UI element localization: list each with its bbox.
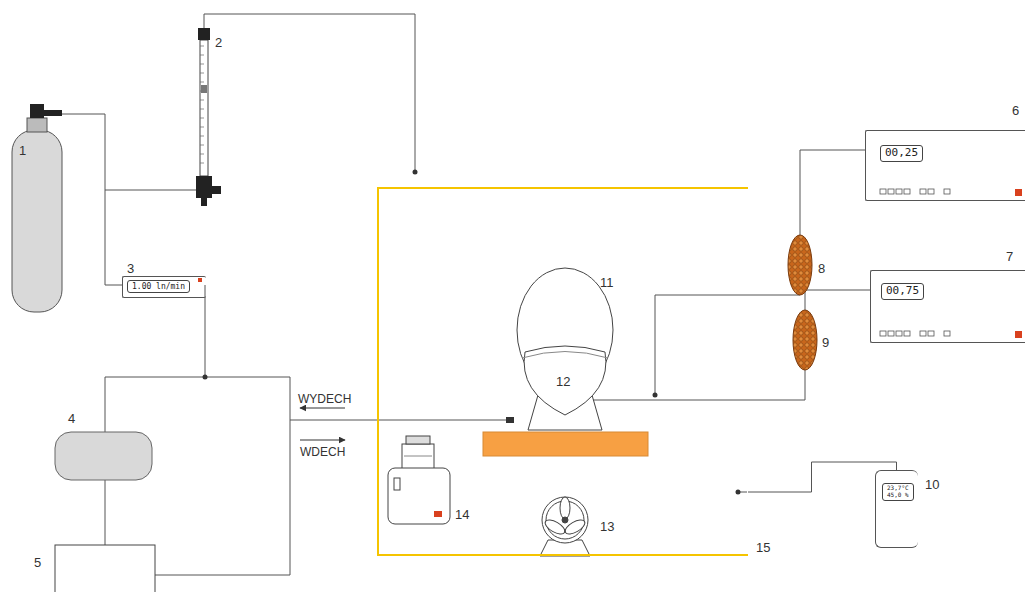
callout-number: 11 <box>600 276 614 289</box>
display-screen: 1.00 ln/min <box>127 280 190 293</box>
callout-number: 1 <box>19 144 26 157</box>
head-model <box>506 268 613 430</box>
humidifier <box>55 432 152 480</box>
measuring-device: 23,7°C45,0 % <box>875 470 918 548</box>
callout-number: 5 <box>34 556 41 569</box>
callout-number: 10 <box>925 478 939 491</box>
flow-direction-label: WYDECH <box>298 393 351 405</box>
callout-number: 4 <box>68 412 75 425</box>
display-value: 00,25 <box>885 147 918 160</box>
callout-number: 12 <box>556 375 570 388</box>
stirrer-device <box>388 436 450 524</box>
callout-number: 13 <box>600 520 614 533</box>
callout-number: 2 <box>215 36 222 49</box>
callout-number: 6 <box>1012 104 1019 117</box>
platform <box>483 432 648 456</box>
display-screen: 00,75 <box>881 283 924 300</box>
test-chamber: 15 <box>377 187 748 556</box>
display-screen: 00,25 <box>880 145 923 162</box>
measuring-device: 00,75 <box>870 270 1025 343</box>
display-value: 45,0 % <box>887 492 909 499</box>
display-value: 23,7°C <box>887 485 909 492</box>
gas-cylinder <box>12 104 62 312</box>
measuring-device: 1.00 ln/min <box>122 276 206 298</box>
display-value: 1.00 ln/min <box>132 282 185 291</box>
callout-number: 7 <box>1006 250 1013 263</box>
fan <box>540 497 590 556</box>
callout-number: 3 <box>127 262 134 275</box>
rotameter <box>196 28 221 206</box>
display-value: 00,75 <box>886 285 919 298</box>
display-screen: 23,7°C45,0 % <box>882 483 914 501</box>
callout-number: 9 <box>822 336 829 349</box>
breathing-simulator <box>55 545 155 592</box>
callout-number: 8 <box>818 262 825 275</box>
filter <box>788 235 812 295</box>
callout-number: 14 <box>455 508 469 521</box>
measuring-device: 00,25 <box>865 130 1025 201</box>
callout-number: 15 <box>756 540 770 555</box>
filter <box>793 310 817 370</box>
flow-direction-label: WDECH <box>300 446 345 458</box>
